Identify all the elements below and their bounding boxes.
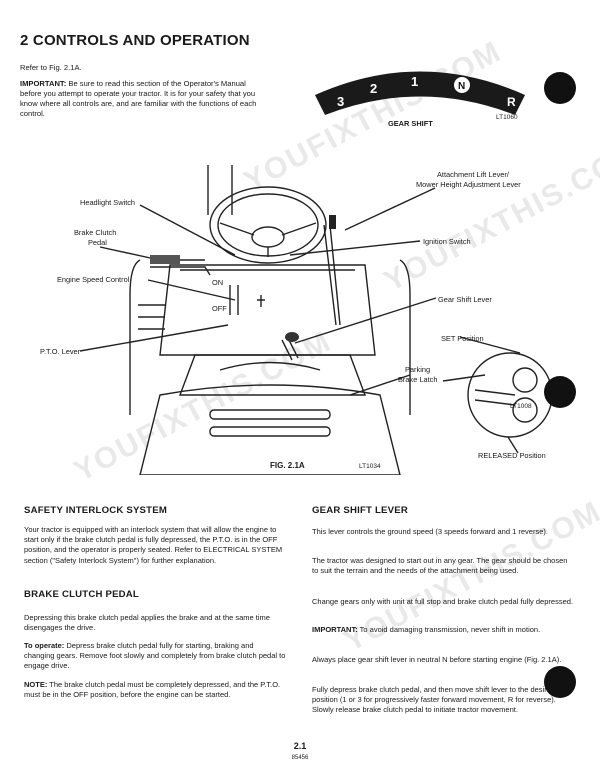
figure-caption: FIG. 2.1A: [270, 461, 305, 470]
brake-heading: BRAKE CLUTCH PEDAL: [24, 589, 139, 600]
safety-text: Your tractor is equipped with an interlo…: [24, 525, 283, 565]
brake-p2: To operate: Depress brake clutch pedal f…: [24, 641, 286, 672]
gear-important-label: IMPORTANT:: [312, 625, 358, 634]
gear-panel-arc: [315, 71, 525, 115]
neutral-badge: [454, 77, 470, 93]
gear-p1: This lever controls the ground speed (3 …: [312, 527, 548, 536]
gear-figure-code: LT1060: [496, 114, 518, 121]
figure-code: LT1034: [359, 463, 381, 470]
intro-paragraph: IMPORTANT: Be sure to read this section …: [20, 79, 260, 119]
to-operate-text: Depress brake clutch pedal fully for sta…: [24, 641, 286, 671]
page-title: 2 CONTROLS AND OPERATION: [20, 32, 250, 49]
label-released: RELEASED Position: [478, 451, 546, 460]
safety-heading: SAFETY INTERLOCK SYSTEM: [24, 505, 168, 516]
brake-pedal-grip: [150, 255, 180, 264]
doc-code: 85456: [291, 755, 309, 761]
binder-hole: [544, 72, 576, 104]
to-operate-label: To operate:: [24, 641, 65, 650]
gear-p6: Fully depress brake clutch pedal, and th…: [312, 685, 573, 715]
gear-heading: GEAR SHIFT LEVER: [312, 505, 408, 516]
gear-shift-panel: 3 2 1 N R: [315, 71, 525, 115]
important-label: IMPORTANT:: [20, 79, 67, 88]
gear-p4: IMPORTANT: To avoid damaging transmissio…: [312, 625, 574, 635]
gear-position-n: N: [458, 81, 465, 92]
gear-position-r: R: [507, 95, 516, 109]
gear-position-1: 1: [411, 74, 418, 89]
note-label: NOTE:: [24, 680, 48, 689]
gear-shift-caption: GEAR SHIFT: [388, 119, 433, 128]
label-ignition: Ignition Switch: [423, 237, 471, 246]
page-number: 2.1: [293, 741, 307, 751]
label-gear-lever: Gear Shift Lever: [438, 295, 492, 304]
important-text: Be sure to read this section of the Oper…: [20, 79, 257, 118]
brake-p3: NOTE: The brake clutch pedal must be com…: [24, 680, 286, 700]
label-headlight: Headlight Switch: [80, 198, 136, 207]
gear-p5: Always place gear shift lever in neutral…: [312, 655, 562, 664]
lift-lever-knob: [329, 215, 336, 229]
inset-code: LT1008: [510, 403, 532, 410]
gear-position-2: 2: [370, 81, 377, 96]
label-attachment-lift: Attachment Lift Lever/: [437, 170, 509, 179]
label-pto: P.T.O. Lever: [40, 347, 81, 356]
tractor-controls-diagram: [79, 165, 553, 475]
label-set-position: SET Position: [441, 334, 484, 343]
gear-lever-knob: [285, 332, 299, 342]
label-brake-clutch: Brake Clutch: [74, 228, 117, 237]
gear-p3: Change gears only with unit at full stop…: [312, 597, 573, 606]
brake-p1: Depressing this brake clutch pedal appli…: [24, 613, 270, 633]
gear-important-text: To avoid damaging transmission, never sh…: [357, 625, 541, 634]
binder-hole: [544, 376, 576, 408]
refer-text: Refer to Fig. 2.1A.: [20, 63, 82, 72]
binder-hole: [544, 666, 576, 698]
gear-position-3: 3: [337, 94, 344, 109]
label-mower-height: Mower Height Adjustment Lever: [416, 180, 521, 189]
note-text: The brake clutch pedal must be completel…: [24, 680, 281, 700]
label-pedal: Pedal: [88, 238, 107, 247]
label-brake-latch: Brake Latch: [398, 375, 438, 384]
label-on: ON: [212, 278, 224, 287]
label-parking: Parking: [405, 365, 431, 374]
label-engine-speed: Engine Speed Control: [57, 275, 130, 284]
gear-p2: The tractor was designed to start out in…: [312, 556, 568, 576]
label-off: OFF: [212, 304, 227, 313]
